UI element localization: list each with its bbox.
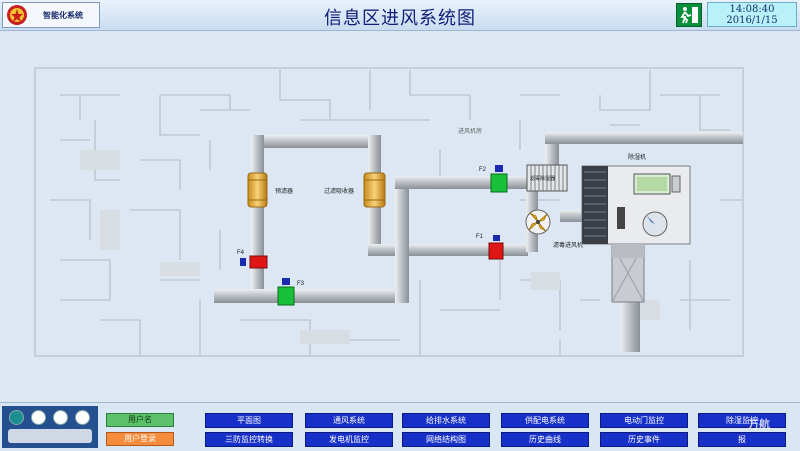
nav-power-supply[interactable]: 供配电系统 (501, 413, 589, 428)
filter-absorber (363, 172, 386, 208)
footer-bar: 用户名 用户登录 平面图 通风系统 给排水系统 供配电系统 电动门监控 除湿监控… (0, 402, 800, 451)
nav-floor-plan[interactable]: 平面图 (205, 413, 293, 428)
status-led-1 (9, 410, 24, 425)
logo: 智能化系统 (2, 2, 100, 28)
room-label: 进风机房 (458, 127, 482, 135)
valve-f1[interactable] (488, 235, 504, 260)
nav-generator[interactable]: 发电机监控 (305, 432, 393, 447)
valve-f3-label: F3 (297, 281, 305, 287)
user-login-button[interactable]: 用户登录 (106, 432, 174, 446)
clock-date: 2016/1/15 (726, 15, 778, 26)
header-bar: 智能化系统 信息区进风系统图 14:08:40 2016/1/15 (0, 0, 800, 31)
dehumidifier (581, 165, 691, 303)
nav-water-supply[interactable]: 给排水系统 (402, 413, 490, 428)
filter-fan-label: 滤毒进风机 (553, 241, 583, 249)
watermark: 万航 (748, 419, 770, 431)
nav-history-curve[interactable]: 历史曲线 (501, 432, 589, 447)
user-name-field[interactable]: 用户名 (106, 413, 174, 427)
gas-device-label: 滤毒除湿器 (530, 175, 555, 182)
filter-absorber-label: 过滤吸收器 (324, 187, 354, 195)
nav-door-monitor[interactable]: 电动门监控 (600, 413, 688, 428)
valve-f2[interactable] (490, 165, 508, 193)
nav-alarm[interactable]: 报 (698, 432, 786, 447)
logo-text: 智能化系统 (43, 11, 83, 20)
valve-f1-label: F1 (476, 234, 484, 240)
clock-display: 14:08:40 2016/1/15 (707, 2, 797, 27)
prefilter-label: 预滤器 (275, 187, 293, 195)
nav-history-events[interactable]: 历史事件 (600, 432, 688, 447)
status-panel (2, 406, 98, 448)
redacted-area (8, 429, 92, 443)
clock-time: 14:08:40 (729, 4, 775, 15)
gas-device (526, 164, 568, 192)
valve-f4-label: F4 (237, 250, 245, 256)
nav-dehumidify-monitor[interactable]: 除湿监控 (698, 413, 786, 428)
status-led-3 (53, 410, 68, 425)
page-title: 信息区进风系统图 (324, 8, 476, 28)
dehumidifier-label: 除湿机 (628, 153, 646, 161)
floor-plan (34, 67, 744, 357)
prefilter (247, 172, 268, 208)
valve-f2-label: F2 (479, 167, 487, 173)
exit-icon (680, 7, 698, 24)
status-led-4 (75, 410, 90, 425)
status-led-2 (31, 410, 46, 425)
ventilation-diagram: 进风机房 预滤器 过滤吸收器 F4 F3 F2 (34, 67, 744, 357)
valve-f4[interactable] (240, 255, 268, 269)
valve-f3[interactable] (277, 278, 295, 306)
nav-ventilation[interactable]: 通风系统 (305, 413, 393, 428)
nav-network[interactable]: 网络结构图 (402, 432, 490, 447)
nav-defense-switch[interactable]: 三防监控转换 (205, 432, 293, 447)
exit-button[interactable] (676, 3, 702, 27)
emblem-icon (7, 5, 27, 25)
filter-fan (525, 209, 551, 235)
